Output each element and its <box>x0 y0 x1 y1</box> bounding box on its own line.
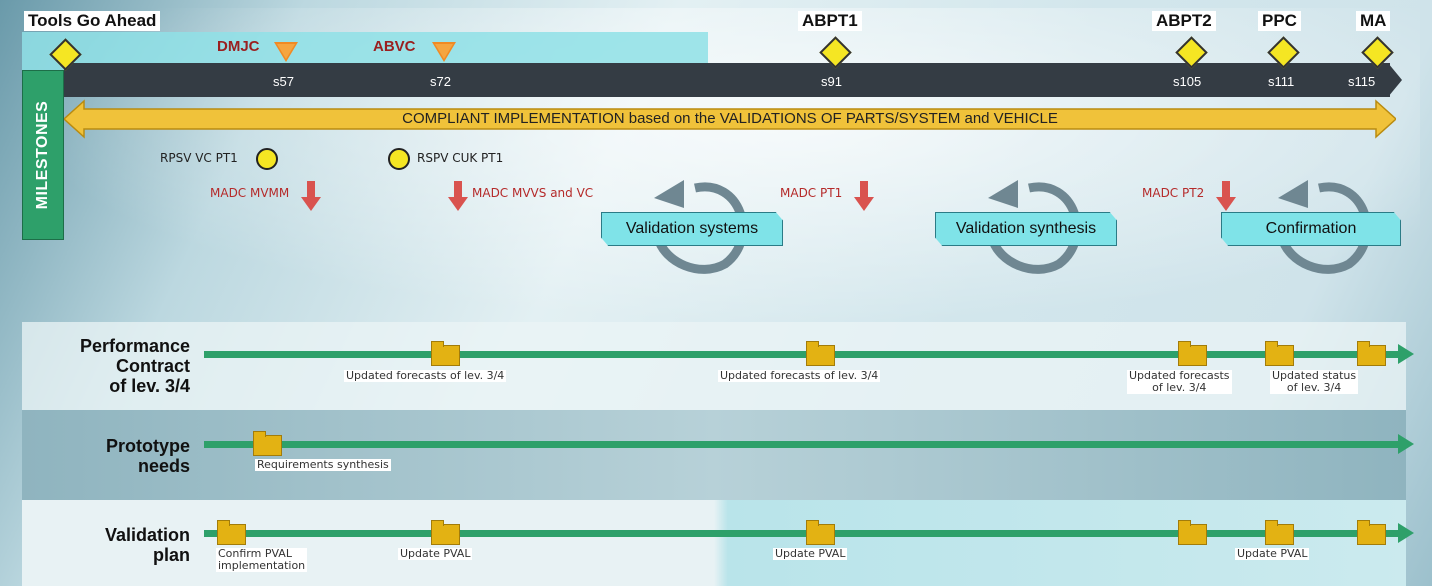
note-performance-3-line2: of lev. 3/4 <box>1152 381 1207 394</box>
row-label-performance-line3: of lev. 3/4 <box>109 376 190 396</box>
down-arrow-icon-mvvs <box>448 181 468 211</box>
folder-icon <box>1178 341 1207 366</box>
cycle-arrow-icon-validation-synthesis <box>987 180 1082 274</box>
triangle-inner-dmjc <box>277 44 295 59</box>
milestone-label-abpt2: ABPT2 <box>1152 11 1216 31</box>
compliant-implementation-text: COMPLIANT IMPLEMENTATION based on the VA… <box>402 110 1058 127</box>
timeline-arrowhead-validation <box>1398 523 1414 543</box>
timeline-line-prototype <box>204 441 1400 448</box>
madc-label-mvvs: MADC MVVS and VC <box>472 186 594 200</box>
tick-s115: s115 <box>1348 74 1376 89</box>
row-label-performance-line1: Performance <box>79 336 190 356</box>
folder-icon <box>431 520 460 545</box>
cycle-arrow-icon-confirmation <box>1277 180 1372 274</box>
milestone-label-dmjc: DMJC <box>217 38 260 55</box>
row-band-performance <box>22 322 1406 410</box>
note-performance-4-line1: Updated status <box>1272 369 1357 382</box>
tick-s91: s91 <box>821 74 842 89</box>
folder-icon <box>1357 341 1386 366</box>
compliant-implementation-arrow <box>64 99 1396 139</box>
phase-box-validation-synthesis: Validation synthesis <box>935 212 1117 246</box>
timeline-bar-arrowhead <box>1388 63 1402 97</box>
timeline-line-validation <box>204 530 1400 537</box>
note-validation-4: Update PVAL <box>1235 547 1310 560</box>
timeline-line-performance <box>204 351 1400 358</box>
phase-box-validation-systems: Validation systems <box>601 212 783 246</box>
tick-s72: s72 <box>430 74 451 89</box>
madc-label-mvmm: MADC MVMM <box>210 186 290 200</box>
review-label-rspv: RSPV CUK PT1 <box>417 151 504 165</box>
note-performance-1: Updated forecasts of lev. 3/4 <box>344 369 507 382</box>
cycle-arrow-icon-validation-systems <box>653 180 748 274</box>
row-label-performance-line2: Contract <box>115 356 190 376</box>
row-label-validation-line1: Validation <box>104 525 190 545</box>
folder-icon <box>1265 520 1294 545</box>
folder-icon <box>217 520 246 545</box>
tick-s105: s105 <box>1173 74 1202 89</box>
milestone-label-tools-go-ahead: Tools Go Ahead <box>24 11 161 31</box>
tick-s111: s111 <box>1268 74 1295 89</box>
down-arrow-icon-mvmm <box>301 181 321 211</box>
milestone-label-ma: MA <box>1356 11 1391 31</box>
row-label-validation-line2: plan <box>152 545 190 565</box>
folder-icon <box>431 341 460 366</box>
timeline-arrowhead-prototype <box>1398 434 1414 454</box>
note-prototype-1: Requirements synthesis <box>255 458 391 471</box>
note-validation-1-line2: implementation <box>218 559 306 572</box>
row-label-prototype-line2: needs <box>137 456 190 476</box>
note-performance-3-line1: Updated forecasts <box>1129 369 1230 382</box>
milestones-text: MILESTONES <box>34 100 51 210</box>
phase-box-confirmation: Confirmation <box>1221 212 1401 246</box>
folder-icon <box>1357 520 1386 545</box>
note-validation-3: Update PVAL <box>773 547 848 560</box>
note-performance-2: Updated forecasts of lev. 3/4 <box>718 369 881 382</box>
folder-icon <box>1265 341 1294 366</box>
note-performance-4-line2: of lev. 3/4 <box>1286 381 1342 394</box>
note-validation-1-line1: Confirm PVAL <box>218 547 292 560</box>
row-label-prototype-line1: Prototype <box>105 436 190 456</box>
row-band-prototype <box>22 410 1406 500</box>
folder-icon <box>806 341 835 366</box>
triangle-inner-abvc <box>435 44 453 59</box>
milestone-label-abvc: ABVC <box>373 38 416 55</box>
review-label-rpsv: RPSV VC PT1 <box>160 151 238 165</box>
timeline-arrowhead-performance <box>1398 344 1414 364</box>
review-circle-icon-rspv <box>388 148 410 170</box>
folder-icon <box>1178 520 1207 545</box>
row-label-prototype: Prototype needs <box>40 436 190 476</box>
folder-icon <box>253 431 282 456</box>
folder-icon <box>806 520 835 545</box>
madc-label-pt2: MADC PT2 <box>1142 186 1205 200</box>
note-performance-3: Updated forecasts of lev. 3/4 <box>1127 370 1232 394</box>
milestones-side-label: MILESTONES <box>22 70 64 240</box>
down-arrow-icon-pt2 <box>1216 181 1236 211</box>
down-arrow-icon-pt1 <box>854 181 874 211</box>
note-performance-4: Updated status of lev. 3/4 <box>1270 369 1359 394</box>
note-validation-2: Update PVAL <box>398 547 473 560</box>
madc-label-pt1: MADC PT1 <box>780 186 843 200</box>
review-circle-icon-rpsv <box>256 148 278 170</box>
row-label-validation: Validation plan <box>40 525 190 565</box>
note-validation-1: Confirm PVAL implementation <box>216 547 308 572</box>
milestone-label-abpt1: ABPT1 <box>798 11 862 31</box>
tick-s57: s57 <box>273 74 294 89</box>
milestone-label-ppc: PPC <box>1258 11 1301 31</box>
row-label-performance: Performance Contract of lev. 3/4 <box>40 336 190 396</box>
timeline-bar <box>64 63 1390 97</box>
